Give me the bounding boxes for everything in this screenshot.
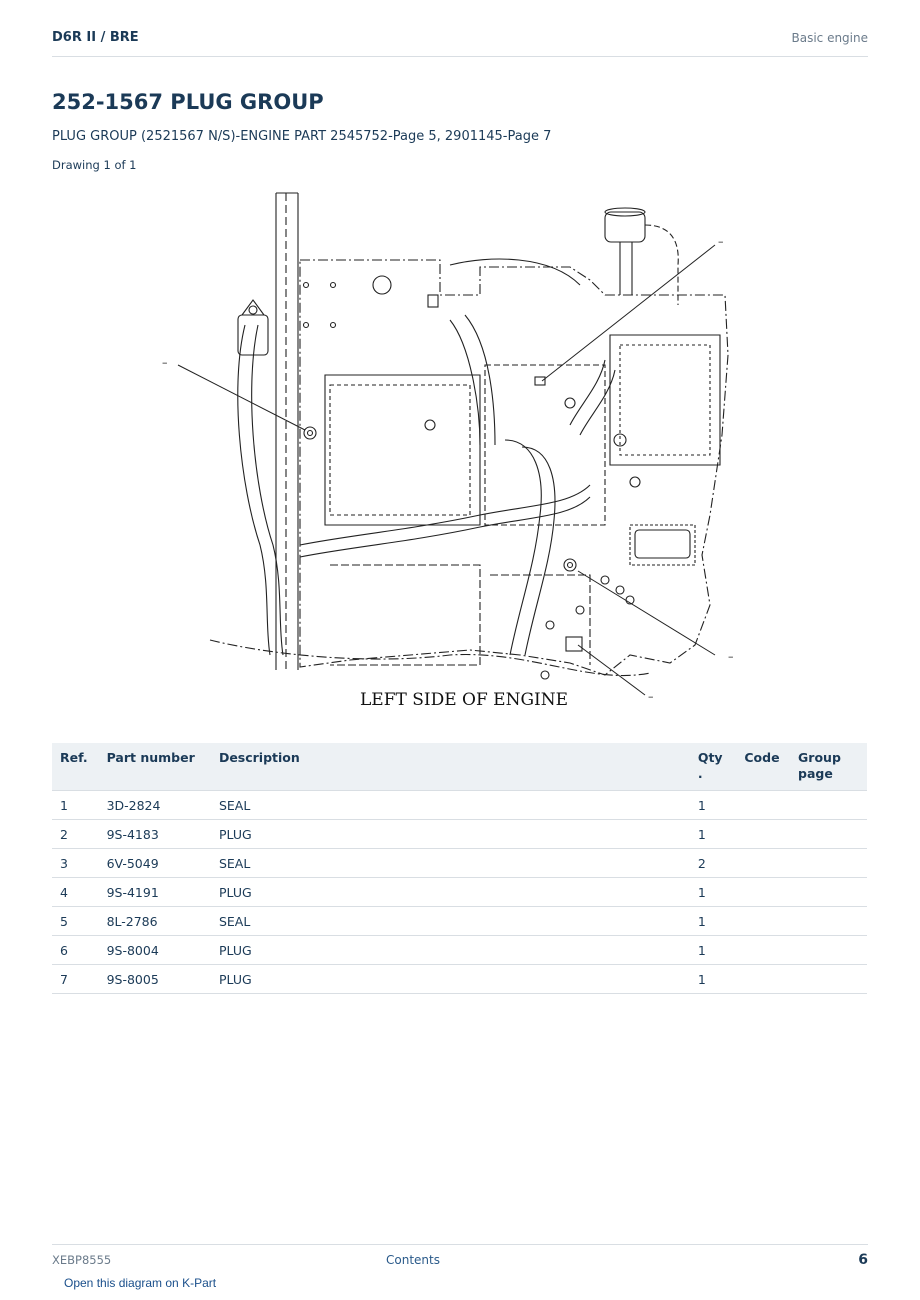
ref-cell: 2	[52, 819, 99, 849]
description-cell: PLUG	[210, 877, 690, 907]
code-cell	[736, 877, 791, 907]
hoses	[237, 258, 616, 656]
ref-cell: 6	[52, 935, 99, 965]
column-header-ref[interactable]: Ref.	[52, 743, 99, 791]
table-row[interactable]: 7 9S-8005 PLUG 1	[52, 964, 867, 994]
description-cell: SEAL	[210, 906, 690, 936]
parts-table: Ref. Part number Description Qty . Code …	[52, 743, 867, 994]
description-cell: PLUG	[210, 819, 690, 849]
callout-mark: –	[162, 356, 168, 369]
callout-mark: –	[718, 235, 724, 248]
open-kpart-link[interactable]: Open this diagram on K-Part	[64, 1276, 217, 1290]
ref-cell: 1	[52, 790, 99, 820]
vertical-pipe	[275, 192, 299, 670]
group-page-cell	[790, 935, 867, 965]
document-id: XEBP8555	[52, 1253, 112, 1267]
table-row[interactable]: 4 9S-4191 PLUG 1	[52, 877, 867, 907]
table-row[interactable]: 3 6V-5049 SEAL 2	[52, 848, 867, 878]
code-cell	[736, 848, 791, 878]
drawing-count: Drawing 1 of 1	[52, 158, 137, 172]
part-number-cell[interactable]: 8L-2786	[98, 906, 211, 936]
column-header-code[interactable]: Code	[736, 743, 791, 791]
column-header-description[interactable]: Description	[210, 743, 690, 791]
group-page-cell	[790, 790, 867, 820]
diagram-caption: LEFT SIDE OF ENGINE	[360, 690, 569, 710]
page-title: 252-1567 PLUG GROUP	[52, 90, 324, 114]
contents-link[interactable]: Contents	[386, 1253, 440, 1267]
part-number-cell[interactable]: 9S-4183	[98, 819, 211, 849]
group-page-cell	[790, 819, 867, 849]
part-number-cell[interactable]: 9S-8004	[98, 935, 211, 965]
table-header-row: Ref. Part number Description Qty . Code …	[52, 743, 867, 791]
qty-cell: 1	[689, 790, 737, 820]
code-cell	[736, 906, 791, 936]
filter-canister	[604, 207, 679, 305]
part-number-cell[interactable]: 6V-5049	[98, 848, 211, 878]
column-header-qty[interactable]: Qty .	[689, 743, 737, 791]
engine-diagram[interactable]: – – – –	[150, 185, 750, 725]
model-breadcrumb: D6R II / BRE	[52, 30, 139, 45]
column-header-part-number[interactable]: Part number	[98, 743, 211, 791]
section-name: Basic engine	[791, 31, 868, 45]
column-header-group-page[interactable]: Group page	[790, 743, 867, 791]
qty-cell: 2	[689, 848, 737, 878]
group-page-cell	[790, 906, 867, 936]
left-canister	[237, 299, 269, 356]
qty-cell: 1	[689, 819, 737, 849]
callout-mark: –	[728, 650, 734, 663]
page-header: D6R II / BRE Basic engine	[52, 28, 868, 57]
code-cell	[736, 935, 791, 965]
ref-cell: 7	[52, 964, 99, 994]
group-page-cell	[790, 848, 867, 878]
code-cell	[736, 819, 791, 849]
description-cell: PLUG	[210, 935, 690, 965]
part-number-cell[interactable]: 3D-2824	[98, 790, 211, 820]
description-cell: SEAL	[210, 848, 690, 878]
description-cell: SEAL	[210, 790, 690, 820]
table-row[interactable]: 5 8L-2786 SEAL 1	[52, 906, 867, 936]
table-row[interactable]: 2 9S-4183 PLUG 1	[52, 819, 867, 849]
ref-cell: 4	[52, 877, 99, 907]
qty-cell: 1	[689, 906, 737, 936]
part-number-cell[interactable]: 9S-4191	[98, 877, 211, 907]
leader-lines	[177, 244, 716, 696]
qty-cell: 1	[689, 935, 737, 965]
ref-cell: 3	[52, 848, 99, 878]
description-cell: PLUG	[210, 964, 690, 994]
callout-mark: –	[648, 690, 654, 703]
code-cell	[736, 964, 791, 994]
group-page-cell	[790, 877, 867, 907]
page-number: 6	[858, 1252, 868, 1268]
fittings	[302, 275, 641, 680]
code-cell	[736, 790, 791, 820]
callout-marks: – – – –	[162, 235, 734, 703]
ref-cell: 5	[52, 906, 99, 936]
qty-cell: 1	[689, 877, 737, 907]
part-number-cell[interactable]: 9S-8005	[98, 964, 211, 994]
table-row[interactable]: 1 3D-2824 SEAL 1	[52, 790, 867, 820]
engine-block	[209, 259, 729, 677]
table-row[interactable]: 6 9S-8004 PLUG 1	[52, 935, 867, 965]
footer-divider	[52, 1244, 868, 1245]
group-page-cell	[790, 964, 867, 994]
group-subtitle: PLUG GROUP (2521567 N/S)-ENGINE PART 254…	[52, 129, 552, 144]
qty-cell: 1	[689, 964, 737, 994]
